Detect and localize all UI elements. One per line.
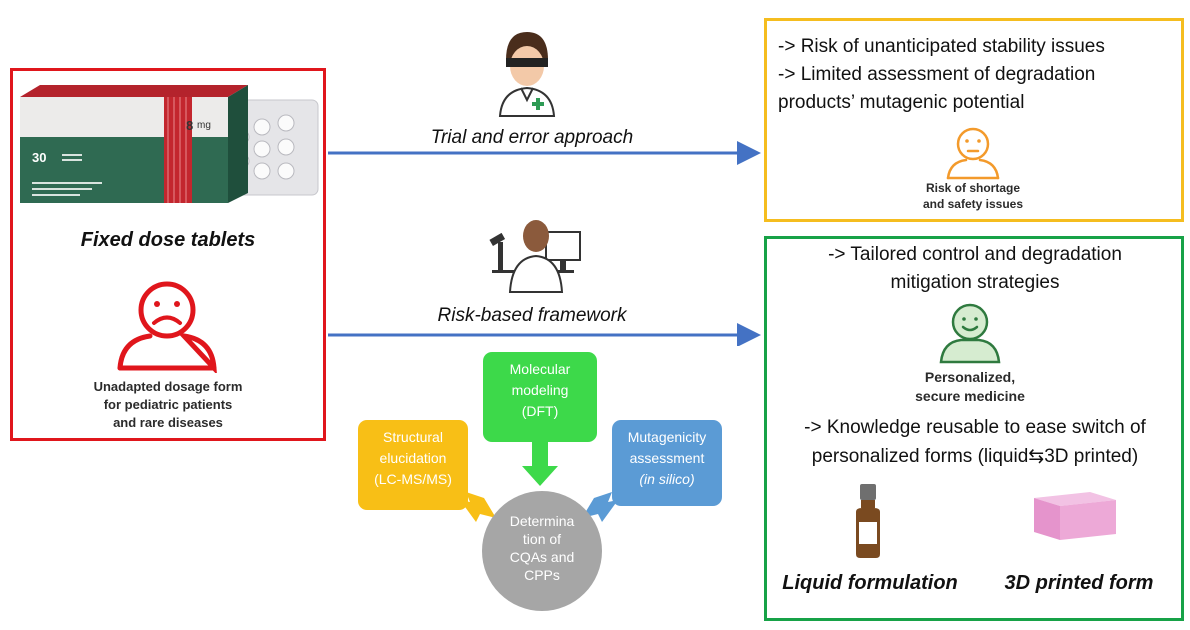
trial-error-label: Trial and error approach (430, 127, 634, 148)
structural-elucidation-box: Structural elucidation (LC-MS/MS) (358, 420, 468, 510)
fixed-dose-caption: Fixed dose tablets (80, 229, 256, 251)
neutral-face-icon (946, 127, 1000, 180)
tailored-control-line-2: mitigation strategies (890, 272, 1060, 293)
left-down-arrow (582, 492, 618, 522)
shortage-caption: Risk of shortage and safety issues (888, 180, 1058, 212)
tailored-control-line-1: -> Tailored control and degradation (828, 244, 1122, 265)
printed-cube-icon (1034, 492, 1116, 540)
right-down-arrow (460, 492, 496, 522)
tablet-dose-unit: mg (197, 120, 211, 131)
cqa-cpp-circle (482, 491, 602, 611)
mutagenicity-line-3: (in silico) (639, 471, 695, 487)
structural-line-1: Structural (383, 429, 443, 445)
knowledge-reuse-part-1: personalized forms (liquid (811, 446, 1029, 467)
printed-form-label: 3D printed form (1004, 572, 1154, 594)
molecular-line-3: (DFT) (521, 403, 559, 419)
mutagenicity-line-1: Mutagenicity (627, 429, 707, 445)
tablet-dose: 8 (186, 118, 194, 133)
process-arrows (460, 442, 618, 522)
shortage-caption-line-1: Risk of shortage (925, 181, 1021, 195)
personalized-caption-line-1: Personalized, (924, 369, 1016, 385)
knowledge-reuse-part-2: 3D printed) (1044, 446, 1139, 467)
personalized-medicine-box (764, 236, 1184, 621)
stability-risk-line-3: products’ mutagenic potential (778, 92, 1025, 113)
knowledge-reuse-line-1: -> Knowledge reusable to ease switch of (804, 417, 1146, 438)
happy-face-icon (939, 303, 1001, 364)
mutagenicity-box: Mutagenicity assessment (in silico) (612, 420, 722, 506)
stability-risk-line-2: -> Limited assessment of degradation (778, 64, 1096, 85)
molecular-modeling-box: Molecular modeling (DFT) (483, 352, 597, 442)
sad-caption-line-2: for pediatric patients (103, 397, 233, 412)
mutagenicity-line-2: assessment (629, 450, 705, 466)
shortage-caption-line-2: and safety issues (922, 197, 1024, 211)
circle-line-2: tion of (522, 531, 562, 547)
structural-line-2: elucidation (379, 450, 447, 466)
arrows-layer (328, 141, 761, 346)
personalized-caption-line-2: secure medicine (915, 388, 1025, 404)
molecular-line-1: Molecular (509, 361, 571, 377)
stability-risk-box (764, 18, 1184, 222)
tablet-count: 30 (32, 150, 47, 165)
knowledge-reuse-line-2: personalized forms (liquid⇆3D printed) (770, 443, 1180, 471)
sad-face-icon (117, 281, 217, 373)
risk-based-label: Risk-based framework (437, 305, 627, 326)
sad-caption: Unadapted dosage form for pediatric pati… (40, 378, 296, 432)
sad-caption-line-3: and rare diseases (113, 415, 223, 430)
structural-line-3: (LC-MS/MS) (374, 471, 452, 487)
scientist-computer-icon (489, 220, 581, 293)
molecular-line-2: modeling (511, 382, 569, 398)
blindfolded-pharmacist-icon (498, 32, 556, 117)
circle-line-1: Determina (509, 513, 575, 529)
liquid-bottle-icon (856, 484, 880, 558)
fixed-dose-panel (10, 68, 326, 441)
double-arrow-icon: ⇆ (1028, 446, 1045, 467)
personalized-caption: Personalized, secure medicine (888, 368, 1052, 406)
medicine-box (20, 85, 248, 203)
circle-line-4: CPPs (524, 567, 560, 583)
stability-risk-line-1: -> Risk of unanticipated stability issue… (778, 36, 1105, 57)
sad-caption-line-1: Unadapted dosage form (93, 379, 243, 394)
cqa-cpp-text: Determina tion of CQAs and CPPs (482, 512, 602, 584)
tablet-pack-illustration (20, 85, 319, 203)
circle-line-3: CQAs and (509, 549, 575, 565)
liquid-formulation-label: Liquid formulation (782, 572, 958, 594)
down-arrow (522, 442, 558, 486)
